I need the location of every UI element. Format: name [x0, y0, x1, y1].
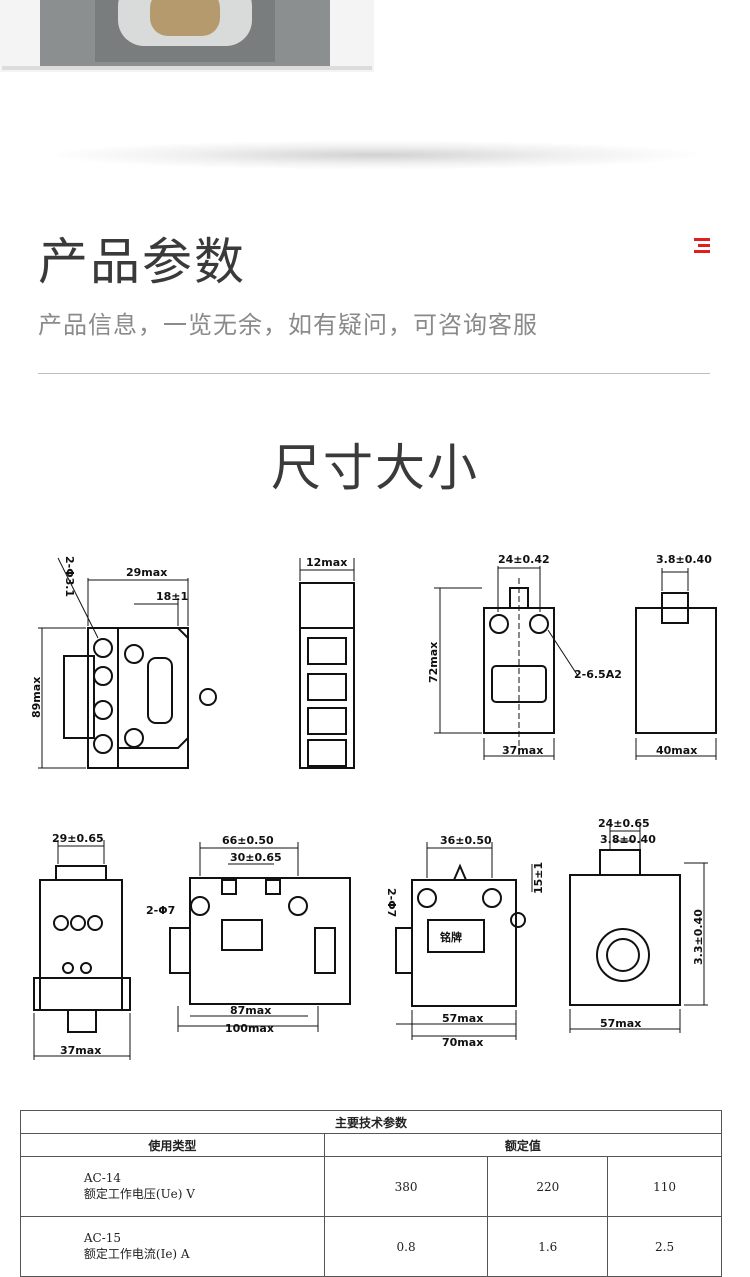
dim-6-top: 66±0.50: [222, 834, 274, 847]
section-subtitle: 产品信息，一览无余，如有疑问，可咨询客服: [38, 311, 538, 339]
dim-3-top: 24±0.42: [498, 553, 550, 566]
row-type: AC-15: [83, 1231, 122, 1245]
dim-8-bottom: 57max: [600, 1017, 641, 1030]
row-value: 0.8: [323, 1216, 489, 1277]
dim-7-top: 36±0.50: [440, 834, 492, 847]
dim-1-hole: 2-Φ3.1: [63, 556, 76, 597]
row-name: 额定工作电流(Ie) A: [83, 1247, 190, 1261]
dim-8-top2: 3.8±0.40: [600, 833, 656, 846]
table-row: AC-15 额定工作电流(Ie) A 0.8 1.6 2.5: [20, 1216, 722, 1277]
dim-8-side: 3.3±0.40: [692, 909, 705, 965]
dim-4-bottom: 40max: [656, 744, 697, 757]
row-name: 额定工作电压(Ue) V: [83, 1187, 195, 1201]
dim-7-b1: 57max: [442, 1012, 483, 1025]
drawing-side-view-1: 12max: [299, 556, 355, 769]
dim-3-side: 72max: [428, 642, 440, 683]
dim-3-bottom: 37max: [502, 744, 543, 757]
dim-5-bottom: 37max: [60, 1044, 101, 1057]
dim-7-hole: 2-Φ7: [385, 888, 398, 917]
dim-7-side: 15±1: [532, 862, 545, 894]
row-value: 380: [323, 1156, 489, 1217]
dim-7-b2: 70max: [442, 1036, 483, 1049]
drawing-front-view-4: 66±0.50 30±0.65 2-Φ7 87max 100max: [146, 834, 351, 1035]
dim-2-top: 12max: [306, 556, 347, 569]
row-type: AC-14: [83, 1171, 122, 1185]
dim-3-hole: 2-6.5A2: [574, 668, 622, 681]
drawing-side-view-2: 3.8±0.40 40max: [635, 553, 717, 760]
dim-5-top: 29±0.65: [52, 832, 104, 845]
dim-6-hole: 2-Φ7: [146, 904, 175, 917]
drawing-front-view-1: 29max 18±1 89max 2-Φ3.1: [30, 556, 217, 769]
dim-6-inner: 30±0.65: [230, 851, 282, 864]
dim-1-side: 89max: [30, 677, 43, 718]
drawing-front-view-2: 24±0.42 72max 37max 2-6.5A2: [428, 553, 622, 760]
drawing-front-view-5: 36±0.50 15±1 2-Φ7 铭牌 57max 70max: [385, 834, 545, 1049]
dimensions-title: 尺寸大小: [271, 439, 479, 497]
row-value: 1.6: [487, 1216, 609, 1277]
dim-4-top: 3.8±0.40: [656, 553, 712, 566]
divider: [38, 373, 710, 374]
row-value: 220: [487, 1156, 609, 1217]
dim-8-top1: 24±0.65: [598, 817, 650, 830]
section-title: 产品参数: [38, 233, 246, 291]
col-header-rated: 额定值: [323, 1133, 723, 1157]
drawing-side-view-3: 24±0.65 3.8±0.40 3.3±0.40 57max: [569, 817, 708, 1033]
dim-6-b2: 100max: [225, 1022, 274, 1035]
col-header-type: 使用类型: [20, 1133, 325, 1157]
table-row: AC-14 额定工作电压(Ue) V 380 220 110: [20, 1156, 722, 1217]
dim-7-label: 铭牌: [440, 930, 462, 944]
dim-1-inner: 18±1: [156, 590, 188, 603]
product-photo: [0, 0, 374, 72]
drawing-front-view-3: 29±0.65 37max: [33, 832, 131, 1060]
dim-1-top: 29max: [126, 566, 167, 579]
divider-shadow: [40, 140, 710, 170]
table-title: 主要技术参数: [20, 1110, 722, 1134]
row-value: 2.5: [607, 1216, 722, 1277]
dim-6-b1: 87max: [230, 1004, 271, 1017]
spec-table: 主要技术参数 使用类型 额定值 AC-14 额定工作电压(Ue) V 380 2…: [20, 1110, 723, 1277]
menu-icon: [694, 238, 710, 253]
row-value: 110: [607, 1156, 722, 1217]
